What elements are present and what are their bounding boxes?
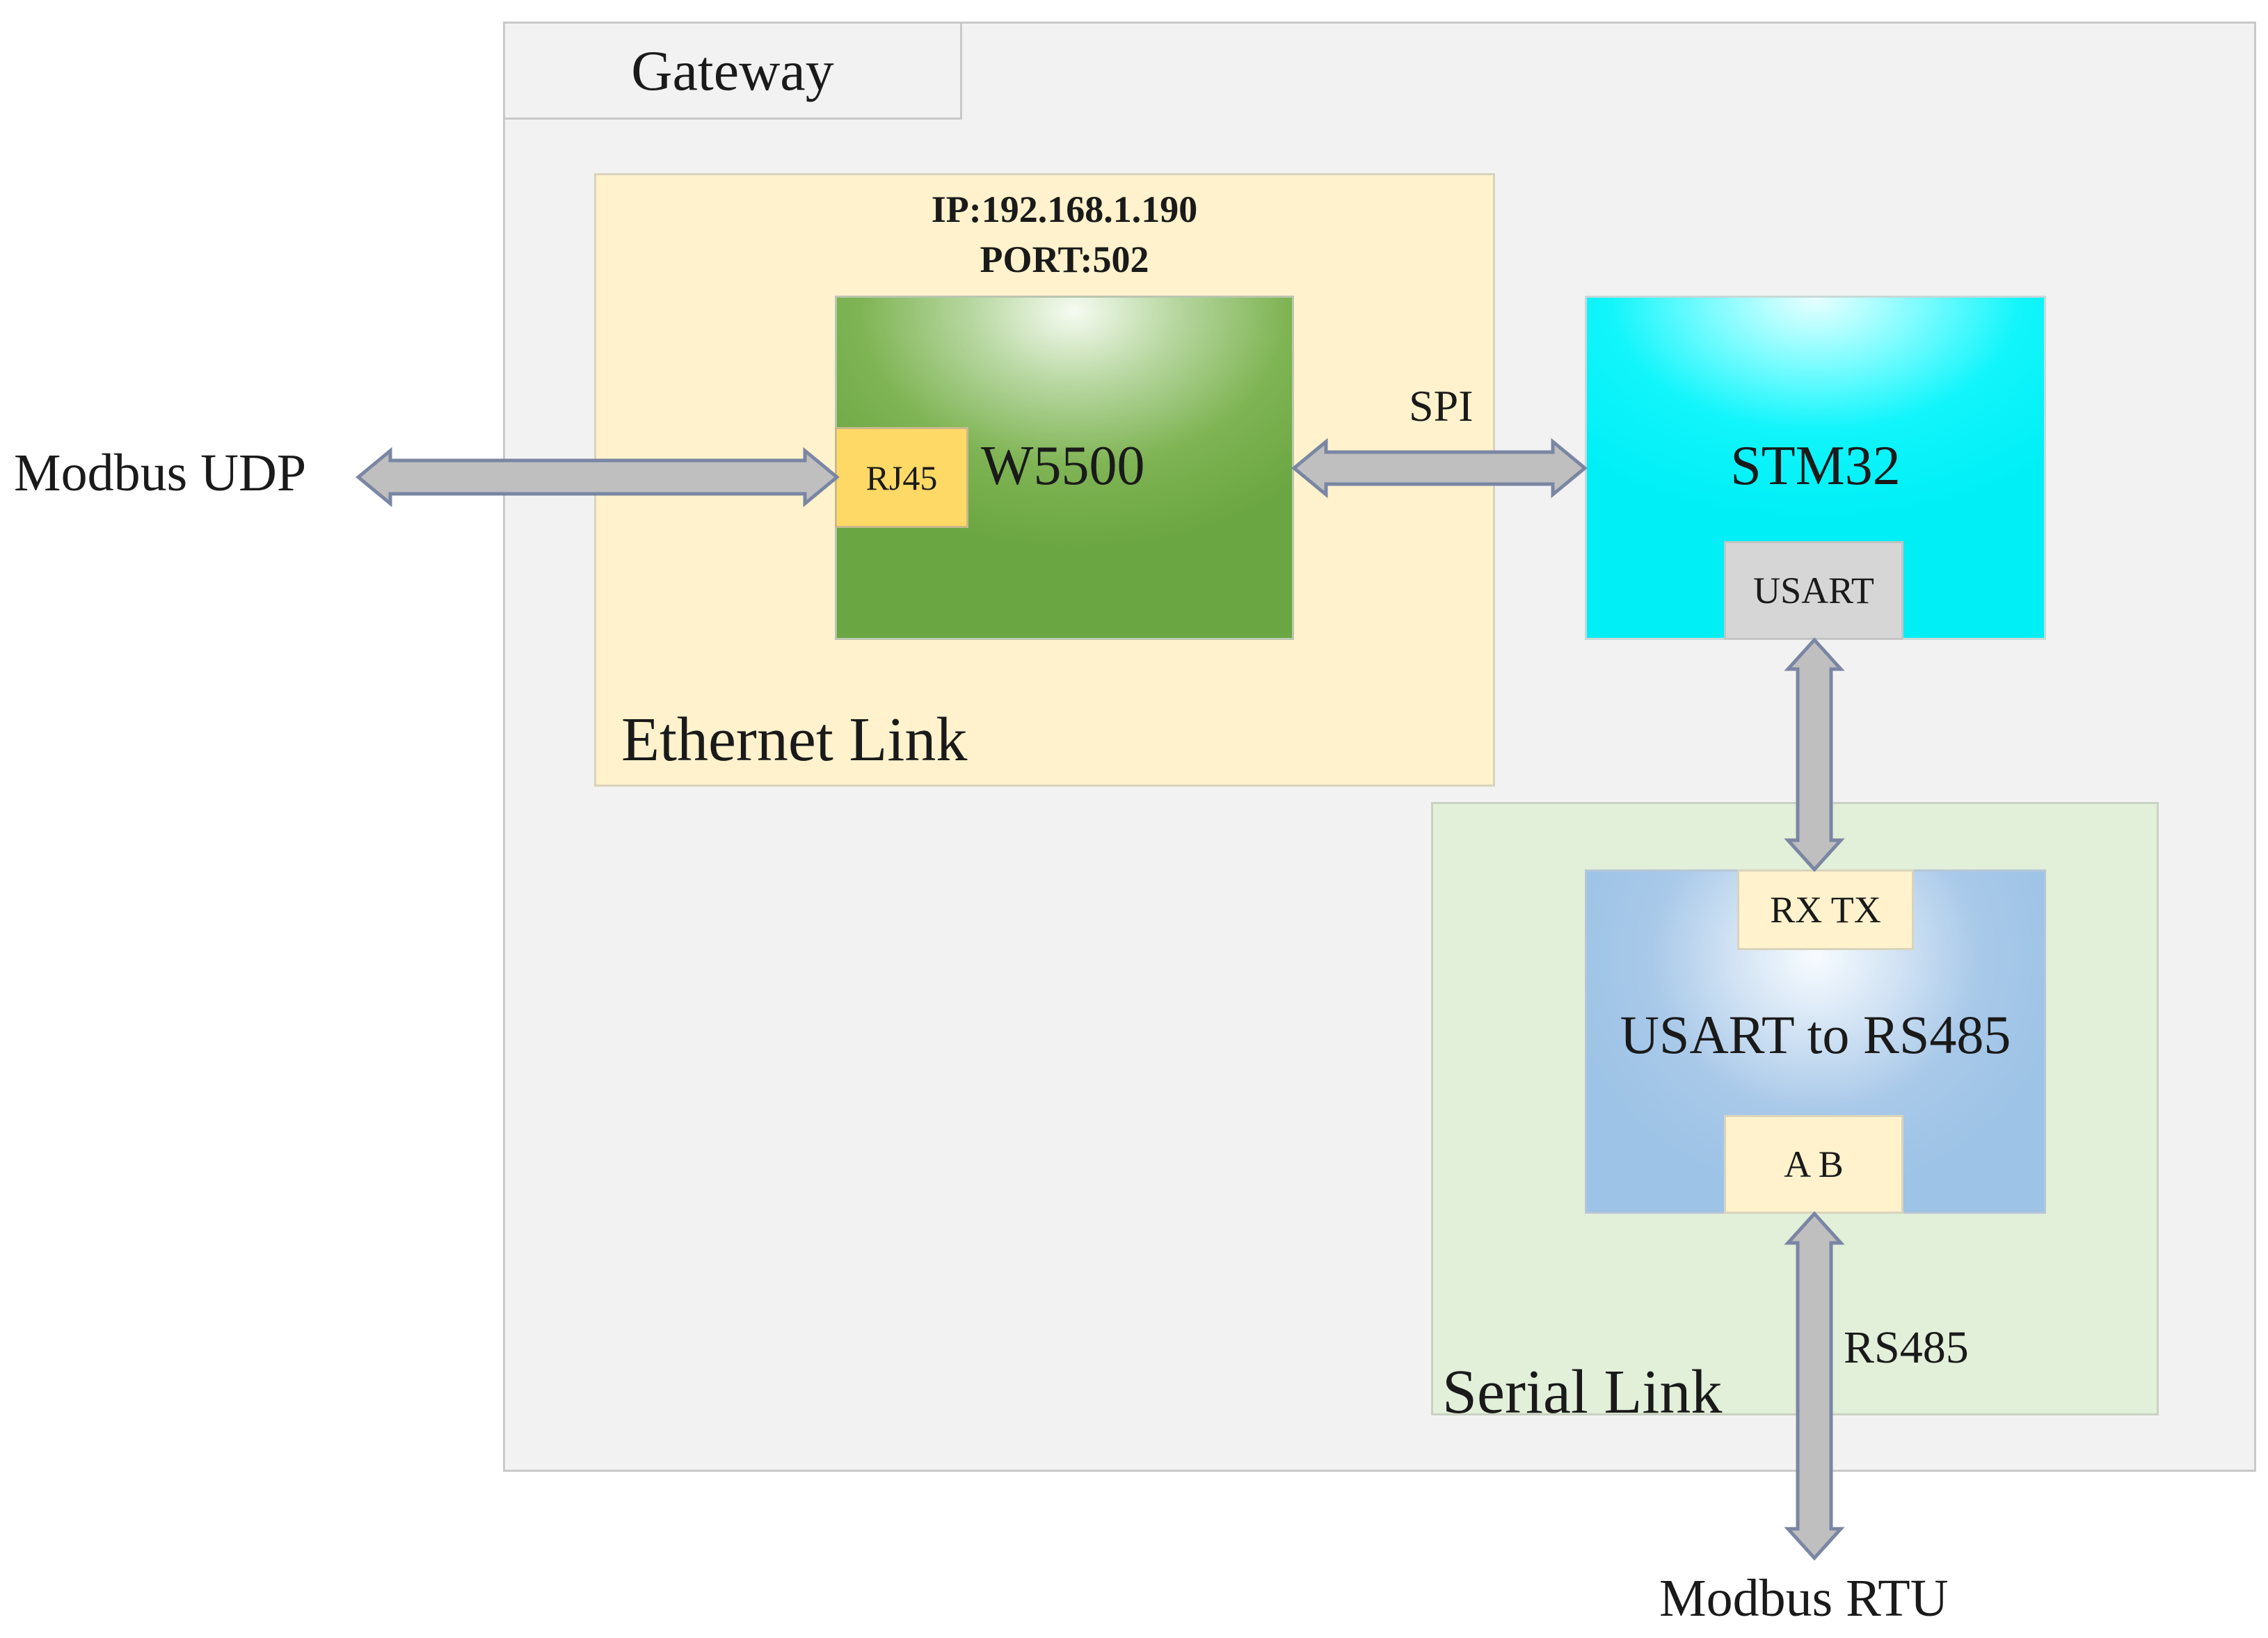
network-address: IP:192.168.1.190 PORT:502 bbox=[835, 184, 1294, 284]
port-number: PORT:502 bbox=[980, 239, 1149, 280]
rx-tx-pins: RX TX bbox=[1737, 869, 1914, 950]
spi-arrow bbox=[1291, 437, 1588, 499]
serial-link-label: Serial Link bbox=[1442, 1358, 1723, 1427]
ip-address: IP:192.168.1.190 bbox=[931, 188, 1198, 230]
modbus-udp-arrow bbox=[356, 447, 840, 508]
stm32-label: STM32 bbox=[1730, 435, 1901, 497]
modbus-rtu-label: Modbus RTU bbox=[1659, 1569, 1949, 1628]
a-b-pins: A B bbox=[1724, 1115, 1903, 1214]
w5500-label: W5500 bbox=[981, 435, 1145, 497]
ethernet-link-label: Ethernet Link bbox=[621, 705, 968, 774]
spi-label: SPI bbox=[1409, 381, 1474, 431]
converter-label: USART to RS485 bbox=[1620, 1004, 2011, 1065]
rs485-label: RS485 bbox=[1844, 1322, 1969, 1373]
usart-port: USART bbox=[1724, 541, 1903, 640]
gateway-title: Gateway bbox=[631, 38, 834, 102]
modbus-udp-label: Modbus UDP bbox=[14, 444, 307, 502]
rs485-arrow bbox=[1784, 1211, 1845, 1561]
rj45-connector: RJ45 bbox=[835, 427, 968, 528]
usart-rxtx-arrow bbox=[1784, 637, 1845, 872]
gateway-title-tab bbox=[503, 22, 962, 120]
